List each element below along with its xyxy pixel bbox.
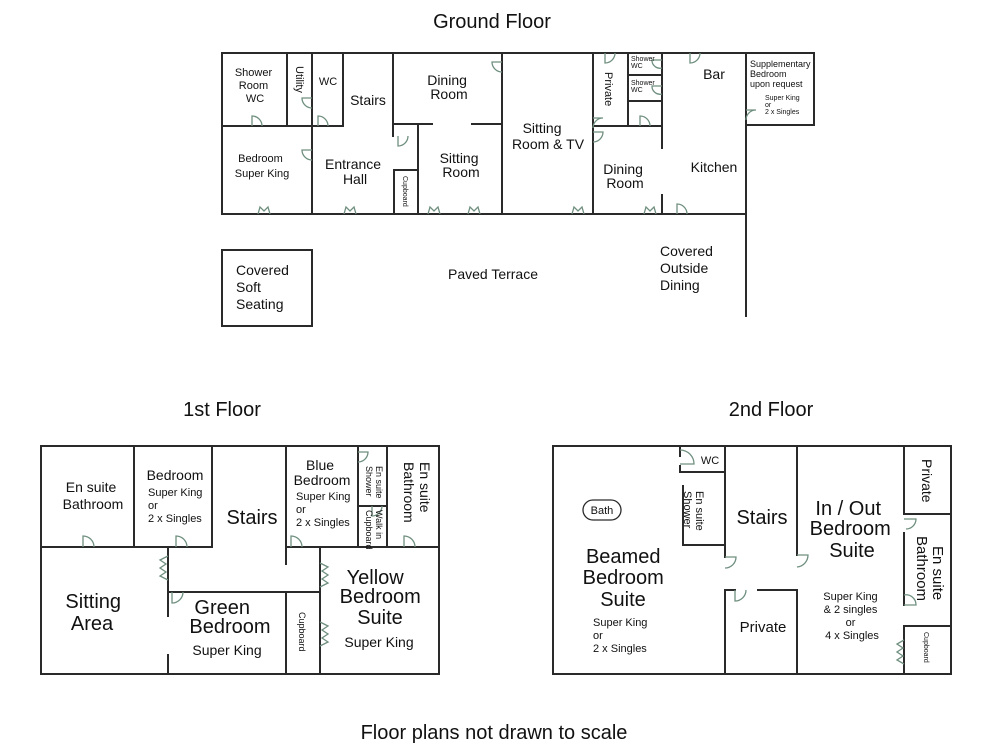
bedroom-super-king-label: Bedroom Super King bbox=[235, 153, 289, 180]
walk-in-cupboard-line1: Walk in bbox=[374, 510, 384, 539]
ground-floor-doors bbox=[251, 52, 757, 215]
walk-in-cupboard-1st: Walk in Cupboard bbox=[364, 510, 384, 550]
covered-soft-seating-area bbox=[221, 249, 313, 327]
en-suite-shower-2nd-line1: En suite bbox=[693, 491, 705, 531]
cupboard-label: Cupboard bbox=[401, 176, 408, 207]
covered-outside-dining-label: Covered Outside Dining bbox=[660, 243, 717, 293]
paved-terrace-label: Paved Terrace bbox=[448, 266, 538, 282]
green-beds-label: Super King bbox=[192, 642, 261, 658]
private-2-label: Private bbox=[919, 459, 935, 503]
en-suite-bathroom-2-1st: En suite Bathroom bbox=[401, 462, 433, 523]
stairs-label-2nd: Stairs bbox=[736, 507, 787, 529]
blue-bedroom-label: Blue Bedroom bbox=[294, 457, 351, 488]
en-suite-shower-line1: En suite bbox=[374, 466, 384, 499]
kitchen-label: Kitchen bbox=[691, 159, 738, 175]
bar-label: Bar bbox=[703, 66, 725, 82]
sitting-room-tv-label: Sitting Room & TV bbox=[512, 120, 585, 152]
shower-wc-1-label: Shower WC bbox=[631, 56, 657, 70]
private-label: Private bbox=[602, 72, 614, 106]
green-bedroom-label: Green Bedroom bbox=[189, 597, 270, 638]
first-floor-walls bbox=[40, 445, 440, 675]
second-floor-walls bbox=[552, 445, 952, 675]
first-floor-title: 1st Floor bbox=[183, 399, 261, 421]
en-suite-bathroom-2nd-line1: En suite bbox=[929, 546, 946, 600]
en-suite-bathroom-2nd-line2: Bathroom bbox=[913, 536, 930, 601]
second-floor-plan: Bath WC En suite Shower Stairs Beamed Be… bbox=[552, 445, 952, 675]
cupboard-label-1st: Cupboard bbox=[297, 612, 307, 652]
second-floor-title: 2nd Floor bbox=[729, 399, 814, 421]
bath-label: Bath bbox=[591, 505, 614, 517]
yellow-suite-label: Yellow Bedroom Suite bbox=[340, 567, 427, 629]
entrance-hall-label: Entrance Hall bbox=[325, 156, 385, 187]
footer-note: Floor plans not drawn to scale bbox=[361, 722, 628, 744]
en-suite-bathroom-2nd: En suite Bathroom bbox=[913, 536, 946, 601]
en-suite-bathroom-2-line2: Bathroom bbox=[401, 462, 417, 523]
in-out-suite-label: In / Out Bedroom Suite bbox=[810, 498, 897, 562]
shower-room-wc-label: Shower Room WC bbox=[235, 67, 275, 105]
blue-beds-label: Super King or 2 x Singles bbox=[296, 491, 354, 529]
dining-room-2-label: Dining Room bbox=[603, 161, 647, 191]
sitting-room-label: Sitting Room bbox=[440, 150, 483, 180]
en-suite-shower-2nd-line2: Shower bbox=[681, 491, 693, 529]
wc-label: WC bbox=[319, 76, 337, 88]
en-suite-shower-2nd: En suite Shower bbox=[681, 491, 705, 531]
ground-floor-title: Ground Floor bbox=[433, 11, 551, 33]
dining-room-label: Dining Room bbox=[427, 72, 471, 102]
second-floor-doors bbox=[679, 449, 917, 665]
covered-soft-seating-label: Covered Soft Seating bbox=[236, 262, 293, 312]
first-floor-doors bbox=[82, 451, 416, 647]
yellow-beds-label: Super King bbox=[344, 634, 413, 650]
in-out-beds-label: Super King & 2 singles or 4 x Singles bbox=[823, 591, 881, 642]
shower-wc-2-label: Shower WC bbox=[631, 80, 657, 94]
first-floor-plan: En suite Bathroom Bedroom Super King or … bbox=[40, 445, 440, 675]
en-suite-bathroom-1-label: En suite Bathroom bbox=[63, 479, 124, 512]
wc-label-2nd: WC bbox=[701, 455, 719, 467]
stairs-label-1st: Stairs bbox=[226, 507, 277, 529]
ground-floor-walls bbox=[221, 52, 815, 317]
en-suite-bathroom-2-line1: En suite bbox=[417, 462, 433, 513]
bedroom-label: Bedroom bbox=[147, 467, 204, 483]
ground-floor-plan: Shower Room WC Utility WC Stairs Dining … bbox=[221, 52, 815, 327]
en-suite-shower-line2: Shower bbox=[364, 466, 374, 497]
supplementary-beds-label: Super King or 2 x Singles bbox=[765, 95, 802, 116]
stairs-label: Stairs bbox=[350, 92, 386, 108]
beamed-suite-label: Beamed Bedroom Suite bbox=[583, 546, 670, 611]
utility-label: Utility bbox=[293, 66, 305, 93]
cupboard-label-2nd: Cupboard bbox=[922, 632, 929, 663]
beamed-beds-label: Super King or 2 x Singles bbox=[593, 617, 651, 655]
private-1-label: Private bbox=[740, 619, 787, 636]
sitting-area-label: Sitting Area bbox=[65, 591, 126, 635]
en-suite-shower-1st: En suite Shower bbox=[364, 466, 384, 499]
supplementary-bedroom-label: Supplementary Bedroom upon request bbox=[750, 59, 813, 89]
bedroom-beds-label: Super King or 2 x Singles bbox=[148, 487, 206, 525]
bath-tub-icon bbox=[582, 499, 622, 521]
walk-in-cupboard-line2: Cupboard bbox=[364, 510, 374, 550]
